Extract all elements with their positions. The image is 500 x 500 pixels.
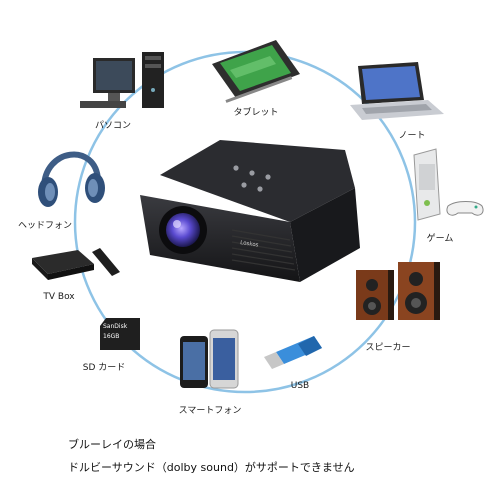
- note-line-2: ドルビーサウンド（dolby sound）がサポートできません: [68, 461, 355, 474]
- headphones-icon: [38, 151, 105, 207]
- projector-brand-label: Loskos: [240, 240, 259, 249]
- speaker-label: スピーカー: [365, 343, 411, 353]
- tvbox-label: TV Box: [43, 292, 75, 302]
- tablet-icon: [212, 40, 300, 103]
- headphones-label: ヘッドフォン: [17, 221, 73, 231]
- tvbox-icon: [32, 248, 120, 280]
- game-console-icon: [413, 148, 484, 221]
- sd-card-icon: SanDisk 16GB: [100, 318, 140, 350]
- usb-label: USB: [290, 381, 310, 391]
- speaker-icon: [356, 262, 440, 320]
- notebook-icon: [350, 62, 444, 120]
- sdcard-label: SD カード: [82, 363, 126, 373]
- pc-label: パソコン: [94, 121, 132, 131]
- smartphone-label: スマートフォン: [178, 406, 242, 416]
- pc-icon: [80, 52, 164, 108]
- tablet-label: タブレット: [233, 108, 279, 118]
- sd-card-brand: SanDisk: [103, 323, 128, 330]
- projector-image: [140, 140, 360, 282]
- game-label: ゲーム: [426, 234, 454, 244]
- note-line-1: ブルーレイの場合: [68, 438, 156, 451]
- sd-card-capacity: 16GB: [103, 333, 119, 340]
- notebook-label: ノート: [398, 131, 426, 141]
- usb-icon: [264, 336, 322, 369]
- smartphone-icon: [180, 329, 239, 389]
